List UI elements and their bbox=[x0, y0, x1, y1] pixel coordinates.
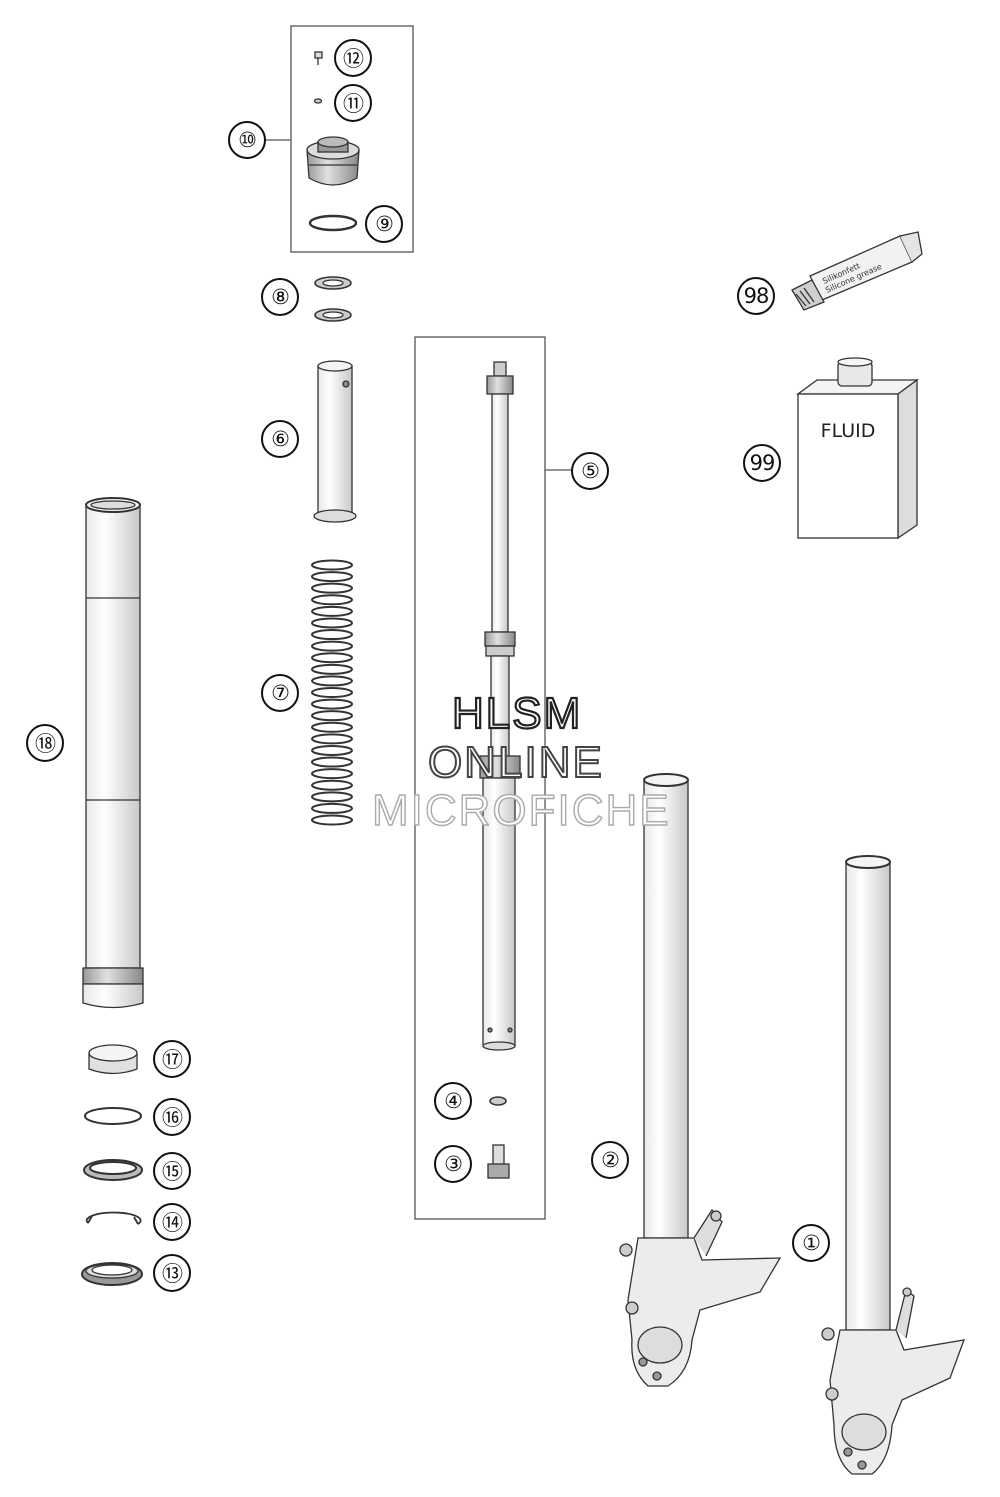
part-18-outer-tube bbox=[82, 497, 144, 1009]
part-17-bushing bbox=[88, 1044, 138, 1075]
watermark-line-2: ONLINE bbox=[427, 737, 604, 788]
spring-coil bbox=[311, 663, 353, 675]
callout-1: ① bbox=[792, 1224, 830, 1262]
spring-coil bbox=[311, 710, 353, 722]
spring-coil bbox=[311, 698, 353, 710]
spring-coil bbox=[311, 814, 353, 826]
watermark-line-3: MICROFICHE bbox=[371, 785, 671, 835]
callout-2: ② bbox=[591, 1141, 629, 1179]
spring-coil bbox=[311, 640, 353, 652]
part-13-dust-seal bbox=[81, 1262, 143, 1286]
spring-coil bbox=[311, 721, 353, 733]
part-10-cap bbox=[306, 136, 360, 186]
callout-10: ⑩ bbox=[228, 121, 266, 159]
spring-coil bbox=[311, 652, 353, 664]
callout-7: ⑦ bbox=[261, 674, 299, 712]
part-16-washer bbox=[84, 1107, 142, 1125]
callout-14: ⑭ bbox=[153, 1203, 191, 1241]
spring-coil bbox=[311, 605, 353, 617]
part-11-washer bbox=[313, 98, 323, 104]
spring-coil bbox=[311, 675, 353, 687]
spring-coil bbox=[311, 802, 353, 814]
callout-6: ⑥ bbox=[261, 420, 299, 458]
damper-group-box bbox=[414, 336, 546, 1220]
part-4-washer bbox=[489, 1096, 507, 1106]
spring-coil bbox=[311, 744, 353, 756]
spring-coil bbox=[311, 559, 353, 571]
part-1-fork-leg bbox=[821, 855, 965, 1475]
spring-coil bbox=[311, 779, 353, 791]
spring-coil bbox=[311, 629, 353, 641]
callout-12: ⑫ bbox=[334, 39, 372, 77]
spring-coil bbox=[311, 594, 353, 606]
fluid-label: FLUID bbox=[821, 420, 876, 442]
part-98-grease-tube bbox=[791, 231, 923, 311]
callout-13: ⑬ bbox=[153, 1254, 191, 1292]
spring-coil bbox=[311, 768, 353, 780]
watermark-line-1: HLSM bbox=[451, 688, 583, 739]
callout-4: ④ bbox=[434, 1082, 472, 1120]
spring-coil bbox=[311, 571, 353, 583]
callout-18: ⑱ bbox=[26, 724, 64, 762]
callout-98: 98 bbox=[737, 277, 775, 315]
part-6-spacer bbox=[313, 360, 357, 523]
callout-11: ⑪ bbox=[334, 84, 372, 122]
part-7-spring bbox=[311, 559, 353, 826]
part-2-fork-leg bbox=[619, 773, 782, 1387]
part-14-circlip bbox=[85, 1211, 142, 1225]
spring-coil bbox=[311, 756, 353, 768]
callout-5: ⑤ bbox=[571, 452, 609, 490]
callout-16: ⑯ bbox=[153, 1098, 191, 1136]
part-9-oring bbox=[308, 214, 358, 232]
spring-coil bbox=[311, 687, 353, 698]
part-15-seal bbox=[83, 1159, 143, 1181]
callout-17: ⑰ bbox=[153, 1040, 191, 1078]
callout-15: ⑮ bbox=[153, 1152, 191, 1190]
cartridge-group-box bbox=[290, 25, 414, 253]
callout-8: ⑧ bbox=[261, 278, 299, 316]
part-5-damper bbox=[479, 361, 521, 1051]
part-3-bolt bbox=[487, 1144, 510, 1179]
spring-coil bbox=[311, 582, 353, 594]
part-99-fluid-bottle bbox=[796, 357, 919, 540]
spring-coil bbox=[311, 733, 353, 745]
callout-99: 99 bbox=[743, 444, 781, 482]
spring-coil bbox=[311, 617, 353, 629]
part-12-screw bbox=[314, 51, 323, 65]
spring-coil bbox=[311, 791, 353, 803]
callout-9: ⑨ bbox=[365, 205, 403, 243]
part-8-washers bbox=[314, 276, 352, 322]
callout-3: ③ bbox=[434, 1145, 472, 1183]
